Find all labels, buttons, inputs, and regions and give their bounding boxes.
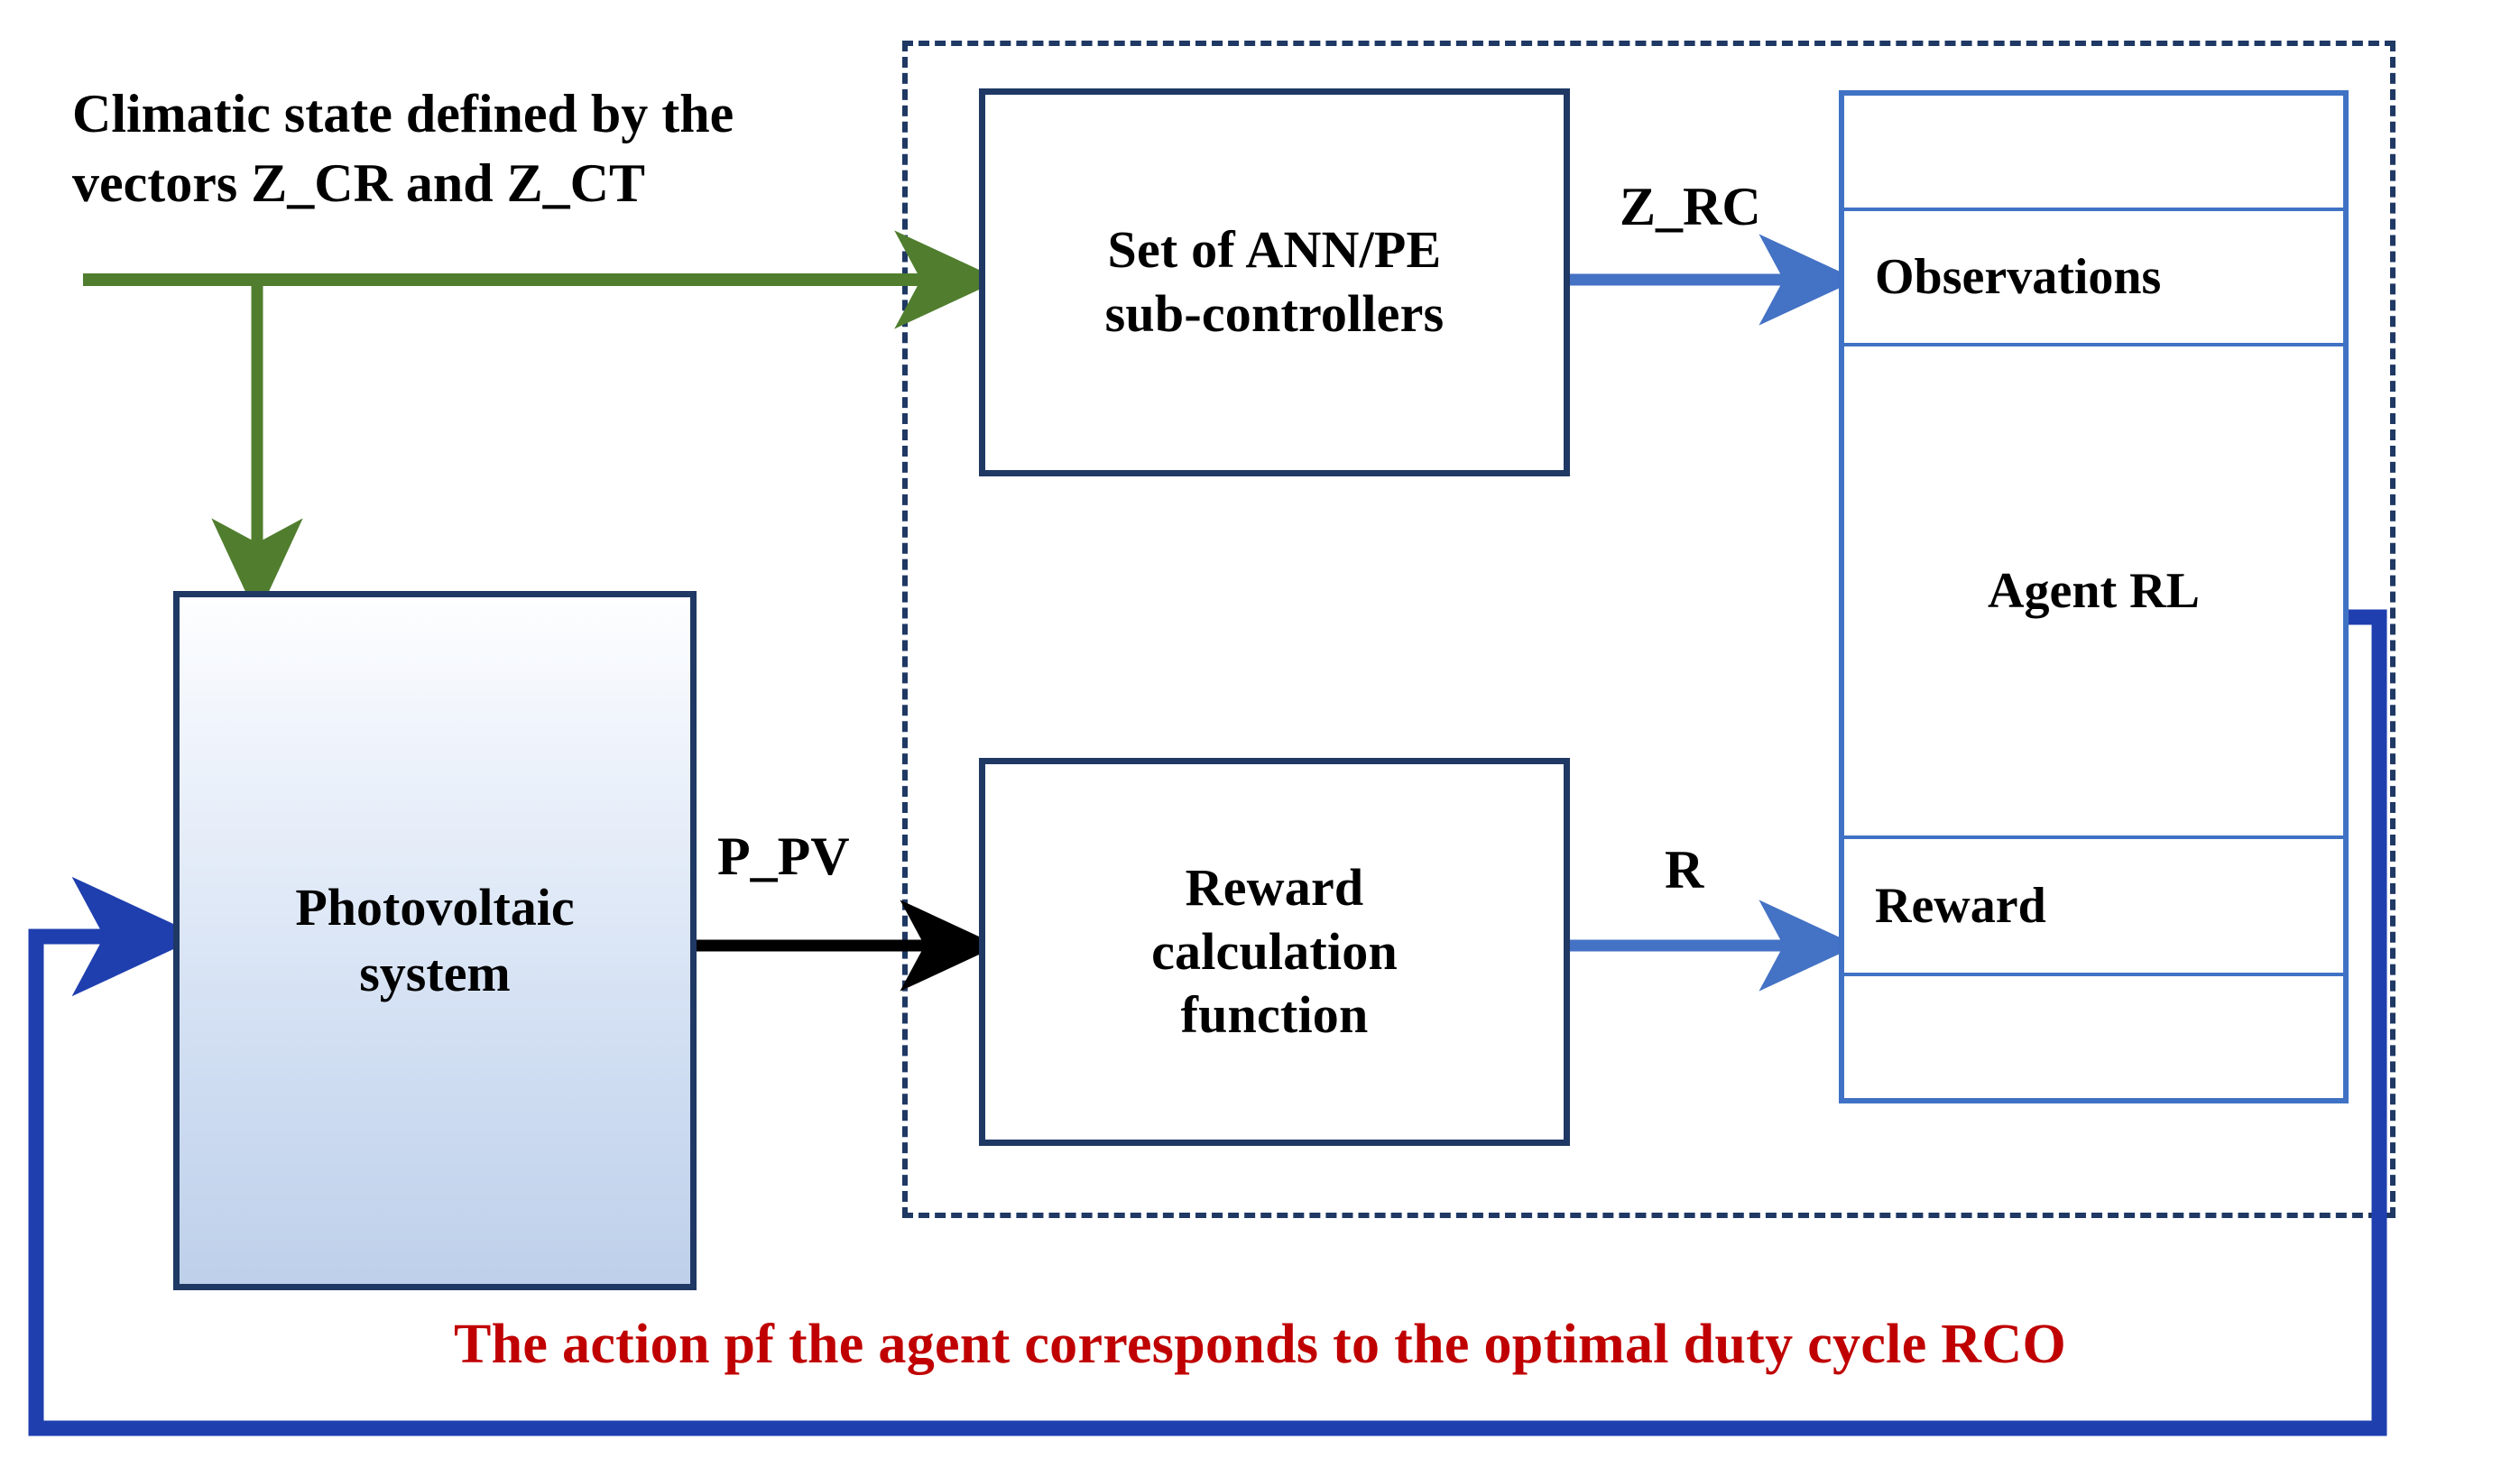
edge-label-p-pv: P_PV xyxy=(717,826,850,886)
ann-pe-label-line1: Set of ANN/PE xyxy=(1107,220,1442,280)
reward-fn-label-line1: Reward xyxy=(1185,857,1364,917)
reward-fn-label: Reward calculation function xyxy=(1151,856,1398,1048)
agent-rl-reward-label: Reward xyxy=(1875,878,2046,934)
agent-rl-core: Agent RL xyxy=(1844,346,2343,839)
agent-rl-segment-bottom-spacer xyxy=(1844,976,2343,1098)
climatic-state-caption: Climatic state defined by the vectors Z_… xyxy=(72,84,734,213)
edge-label-r: R xyxy=(1665,840,1704,900)
block-ann-pe-subcontrollers[interactable]: Set of ANN/PE sub-controllers xyxy=(979,88,1570,476)
agent-rl-observations-slot[interactable]: Observations xyxy=(1844,211,2343,346)
pv-label-line1: Photovoltaic xyxy=(295,878,575,937)
edge-label-z-rc: Z_RC xyxy=(1620,177,1761,236)
pv-label-line2: system xyxy=(359,943,511,1002)
block-agent-rl[interactable]: Observations Agent RL Reward xyxy=(1839,90,2349,1103)
block-photovoltaic-system[interactable]: Photovoltaic system xyxy=(173,591,697,1290)
reward-fn-label-line3: function xyxy=(1180,985,1369,1045)
agent-rl-segment-top-spacer xyxy=(1844,96,2343,211)
agent-rl-reward-slot[interactable]: Reward xyxy=(1844,839,2343,976)
pv-label: Photovoltaic system xyxy=(295,875,574,1006)
action-caption: The action pf the agent corresponds to t… xyxy=(454,1314,2066,1375)
block-reward-calculation-function[interactable]: Reward calculation function xyxy=(979,758,1570,1146)
ann-pe-label-line2: sub-controllers xyxy=(1104,284,1445,343)
agent-rl-center-label: Agent RL xyxy=(1988,563,2200,619)
ann-pe-label: Set of ANN/PE sub-controllers xyxy=(1105,218,1445,346)
reward-fn-label-line2: calculation xyxy=(1151,921,1398,981)
arrow-action-feedback-loop xyxy=(28,609,2387,1436)
agent-rl-observations-label: Observations xyxy=(1875,249,2162,305)
